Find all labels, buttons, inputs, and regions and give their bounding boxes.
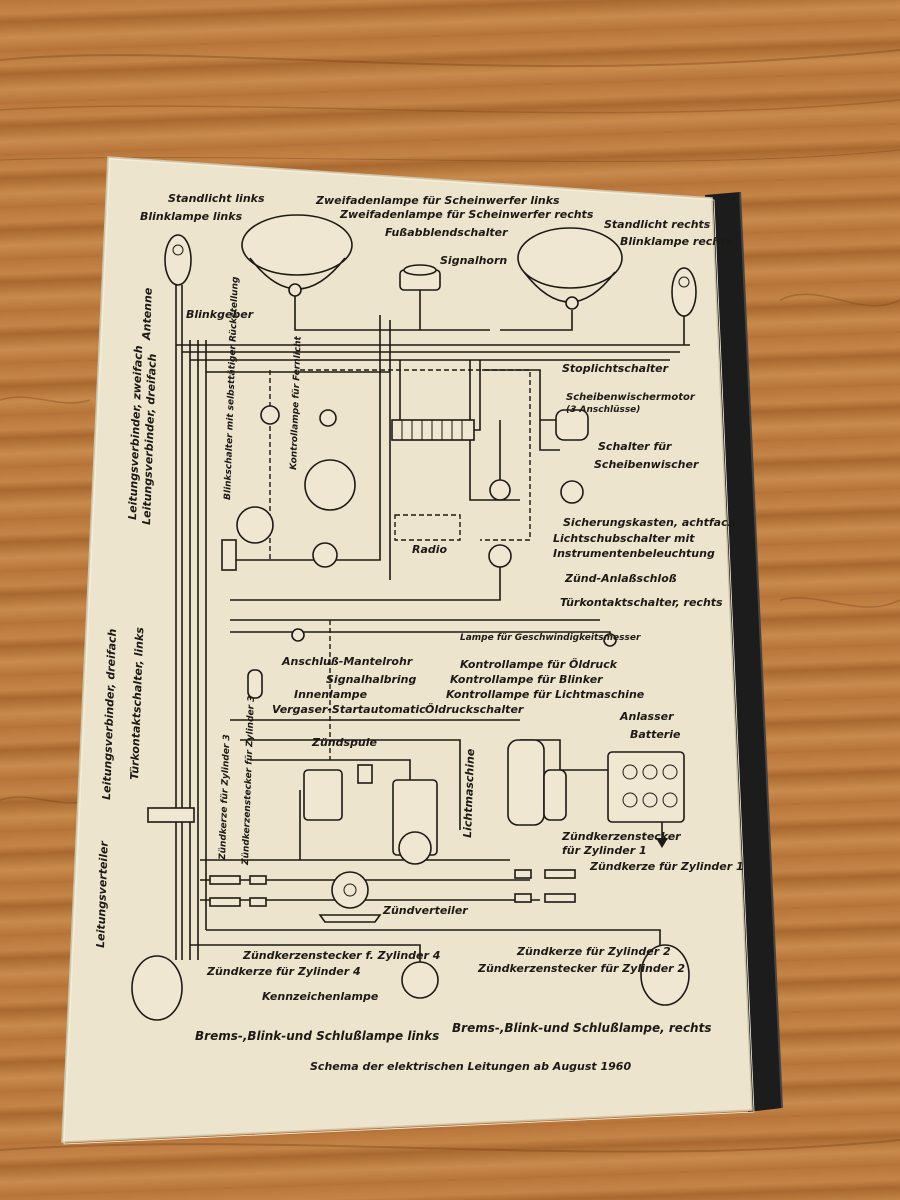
label-zks-zyl1-2: für Zylinder 1 [562,844,647,857]
door-switch-right [603,633,617,647]
label-schalter-2: Scheibenwischer [594,458,699,471]
label-antenne: Antenne [140,287,155,341]
blink-lamp-right [671,267,697,317]
label-kontrolllampe-lichtmaschine: Kontrollampe für Lichtmaschine [446,688,645,701]
label-kennzeichenlampe: Kennzeichenlampe [262,990,379,1003]
label-kontrolllampe-blinker: Kontrollampe für Blinker [450,673,603,686]
label-zk-zyl1: Zündkerze für Zylinder 1 [589,860,744,873]
light-switch-unit [489,479,511,501]
signal-horn [399,264,441,291]
label-blinkgeber: Blinkgeber [186,308,254,321]
label-kontrolllampe-fernlicht: Kontrollampe für Fernlicht [289,335,304,470]
rear-lamp-right [640,944,690,1006]
diagram-content [131,214,697,1021]
gauge-unit [312,542,338,568]
label-oeldruckschalter: Öldruckschalter [425,702,524,716]
label-signalhalbring: Signalhalbring [326,673,417,686]
headlight-left [241,214,353,297]
blinkgeber-unit [260,405,280,425]
label-radio: Radio [412,543,448,556]
label-zuendspule: Zündspule [311,736,378,749]
label-tuerkontakt-rechts: Türkontaktschalter, rechts [560,596,723,609]
vergaser-unit [357,764,373,784]
wiper-switch-unit [560,480,584,504]
label-brems-rechts: Brems-,Blink-und Schlußlampe, rechts [452,1021,711,1035]
booklet-page [61,156,753,1143]
label-vergaser: Vergaser-Startautomatic [272,703,426,716]
ignition-lock-unit [488,544,512,568]
label-zk-zyl3: Zündkerze für Zylinder 3 [218,734,232,861]
label-blinklampe-rechts: Blinklampe rechts [620,235,732,248]
wiring-harness [175,285,690,965]
diagram-labels: Standlicht links Blinklampe links Zweifa… [94,192,744,1073]
ignition-coil [303,769,343,821]
label-sicherungskasten: Sicherungskasten, achtfach [563,516,736,529]
label-zks-zyl4: Zündkerzenstecker f. Zylinder 4 [242,949,440,962]
label-zk-zyl4: Zündkerze für Zylinder 4 [206,965,361,978]
label-lichtschubschalter-2: Instrumentenbeleuchtung [553,547,715,560]
label-tuerkontakt-links: Türkontaktschalter, links [128,627,146,781]
label-anschluss-mantelrohr: Anschluß-Mantelrohr [281,655,413,668]
label-anschluesse: (3 Anschlüsse) [566,405,640,415]
rear-lamp-left [131,955,183,1021]
starter-unit [507,739,567,826]
generator-unit [392,779,438,865]
label-leitungsverbinder-zweifach: Leitungsverbinder, zweifach [126,345,145,520]
blink-lamp-left [164,234,192,286]
label-zk-zyl2: Zündkerze für Zylinder 2 [516,945,671,958]
label-stoplichtschalter: Stoplichtschalter [562,362,669,375]
headlight-right [517,227,623,310]
fuse-box [391,419,475,441]
diagram-caption: Schema der elektrischen Leitungen ab Aug… [310,1060,631,1073]
label-anlasser: Anlasser [619,710,674,723]
label-lichtmaschine: Lichtmaschine [461,748,477,838]
label-zweifaden-rechts: Zweifadenlampe für Scheinwerfer rechts [339,208,594,221]
label-zks-zyl2: Zündkerzenstecker für Zylinder 2 [477,962,685,975]
mantelrohr-connector [291,628,305,642]
label-scheibenwischermotor: Scheibenwischermotor [566,392,696,403]
distributor-unit [318,871,382,923]
kontrolllampe-unit [319,409,337,427]
label-kontrolllampe-oeldruck: Kontrollampe für Öldruck [460,657,618,671]
label-standlicht-rechts: Standlicht rechts [604,218,711,231]
label-leitungsverbinder-dreifach-top: Leitungsverbinder, dreifach [140,353,159,525]
instrument-cluster [304,459,356,511]
label-standlicht-links: Standlicht links [168,192,265,205]
label-leitungsverteiler: Leitungsverteiler [94,840,111,948]
license-lamp [401,961,439,999]
label-leitungsverbinder-dreifach: Leitungsverbinder, dreifach [100,628,119,800]
leitungsverbinder-block [147,807,195,823]
spark-plugs [209,869,576,907]
label-signalhorn: Signalhorn [440,254,507,267]
label-innenlampe: Innenlampe [294,688,368,701]
connector-block [221,539,237,571]
label-zuend-anlassschloss: Zünd-Anlaßschloß [564,572,677,585]
label-zks-zyl1-1: Zündkerzenstecker [561,830,681,843]
label-schalter-1: Schalter für [598,440,672,453]
battery-unit [607,751,685,848]
innenlampe-unit [247,669,263,699]
label-fussabblendschalter: Fußabblendschalter [385,226,508,239]
label-brems-links: Brems-,Blink-und Schlußlampe links [195,1029,439,1043]
label-blinklampe-links: Blinklampe links [140,210,243,223]
label-zweifaden-links: Zweifadenlampe für Scheinwerfer links [315,194,560,207]
booklet-spine [705,192,782,1112]
wiper-motor-unit [555,409,589,441]
label-batterie: Batterie [630,728,681,741]
blinkschalter-unit [236,506,274,544]
wood-table [0,49,900,1153]
label-lichtschubschalter-1: Lichtschubschalter mit [553,532,695,545]
label-lampe-geschwindigkeit: Lampe für Geschwindigkeitsmesser [460,633,641,643]
label-zuendverteiler: Zündverteiler [382,904,468,917]
